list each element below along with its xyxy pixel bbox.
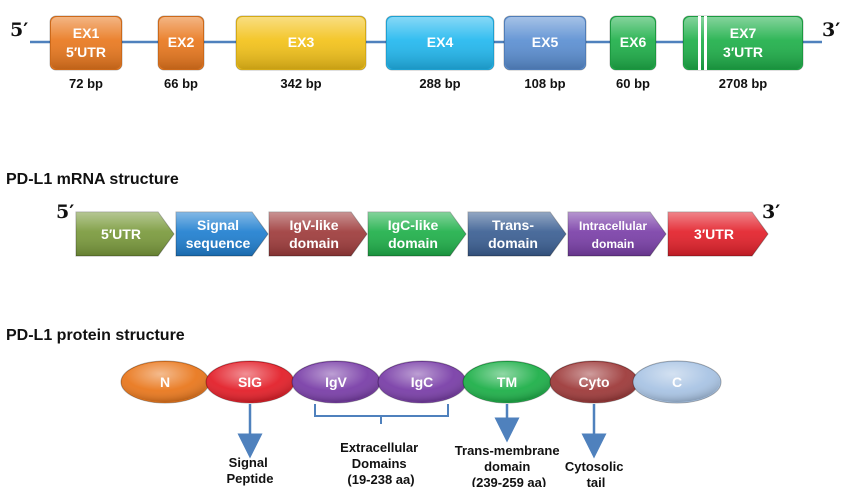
exon-gloss xyxy=(684,17,802,69)
gene-five-prime-label: 5′ xyxy=(10,19,28,41)
protein-domain-cyto: Cyto xyxy=(549,360,639,404)
protein-domain-tm: TM xyxy=(462,360,552,404)
domain-gloss xyxy=(207,362,293,402)
exon-5: EX5 108 bp xyxy=(503,15,587,91)
exon-gloss xyxy=(387,17,493,69)
mrna-segment-gloss xyxy=(269,212,367,256)
protein-domain-group: N SIG IgV IgC TM Cyto C xyxy=(120,360,722,404)
mrna-segment-gloss xyxy=(176,212,268,256)
exon-label: EX3 xyxy=(288,34,315,50)
exon-gloss xyxy=(51,17,121,69)
exon-label: EX4 xyxy=(427,34,454,50)
mrna-segment-5: Trans-domain xyxy=(467,211,567,257)
protein-domain-c: C xyxy=(632,360,722,404)
cytosolic-label: Cytosolic tail xyxy=(565,459,627,487)
exon-label: EX6 xyxy=(620,34,647,50)
mrna-segment-gloss xyxy=(76,212,174,256)
protein-structure: PD-L1 protein structure N SIG IgV IgC TM Cyto… xyxy=(6,327,722,487)
protein-domain-n: N xyxy=(120,360,210,404)
mrna-segment-7: 3′UTR xyxy=(667,211,769,257)
exon-size-label: 60 bp xyxy=(616,76,650,91)
exon-size-label: 288 bp xyxy=(419,76,460,91)
exon-size-label: 342 bp xyxy=(280,76,321,91)
mrna-segment-1: 5′UTR xyxy=(75,211,175,257)
exon-6: EX6 60 bp xyxy=(609,15,657,91)
mrna-heading: PD-L1 mRNA structure xyxy=(6,171,179,188)
mrna-segment-gloss xyxy=(468,212,566,256)
exon-gloss xyxy=(237,17,365,69)
exon-4: EX4 288 bp xyxy=(385,15,495,91)
domain-label: SIG xyxy=(238,374,262,390)
domain-label: C xyxy=(672,374,682,390)
domain-label: TM xyxy=(497,374,517,390)
exon-break-mark xyxy=(704,16,707,70)
domain-gloss xyxy=(634,362,720,402)
exon-gloss xyxy=(159,17,203,69)
domain-gloss xyxy=(122,362,208,402)
domain-label: IgC xyxy=(411,374,434,390)
extracellular-label: Extracellular Domains (19-238 aa) xyxy=(340,440,422,487)
protein-domain-igv: IgV xyxy=(291,360,381,404)
domain-label: Cyto xyxy=(578,374,609,390)
signal-peptide-label: Signal Peptide xyxy=(227,455,274,486)
exon-size-label: 66 bp xyxy=(164,76,198,91)
domain-gloss xyxy=(379,362,465,402)
protein-heading: PD-L1 protein structure xyxy=(6,327,185,344)
protein-domain-igc: IgC xyxy=(377,360,467,404)
mrna-segment-gloss xyxy=(368,212,466,256)
mrna-segment-label: Trans-domain xyxy=(488,217,538,251)
exon-label: EX5 xyxy=(532,34,559,50)
mrna-segment-gloss xyxy=(568,212,666,256)
domain-gloss xyxy=(293,362,379,402)
exon-size-label: 72 bp xyxy=(69,76,103,91)
domain-gloss xyxy=(464,362,550,402)
domain-gloss xyxy=(551,362,637,402)
exon-size-label: 108 bp xyxy=(524,76,565,91)
mrna-segment-label: 5′UTR xyxy=(101,226,141,242)
exon-gloss xyxy=(505,17,585,69)
mrna-five-prime-label: 5′ xyxy=(56,201,74,223)
exon-label: EX2 xyxy=(168,34,195,50)
gene-three-prime-label: 3′ xyxy=(822,19,840,41)
exon-break-mark xyxy=(698,16,701,70)
mrna-segment-gloss xyxy=(668,212,768,256)
mrna-segment-label: 3′UTR xyxy=(694,226,734,242)
exon-2: EX2 66 bp xyxy=(157,15,205,91)
mrna-three-prime-label: 3′ xyxy=(762,201,780,223)
extracellular-brace xyxy=(314,404,449,424)
domain-label: IgV xyxy=(325,374,347,390)
domain-label: N xyxy=(160,374,170,390)
protein-domain-sig: SIG xyxy=(205,360,295,404)
exon-3: EX3 342 bp xyxy=(235,15,367,91)
exon-gloss xyxy=(611,17,655,69)
transmembrane-label: Trans-membrane domain (239-259 aa) xyxy=(455,443,563,487)
exon-size-label: 2708 bp xyxy=(719,76,767,91)
